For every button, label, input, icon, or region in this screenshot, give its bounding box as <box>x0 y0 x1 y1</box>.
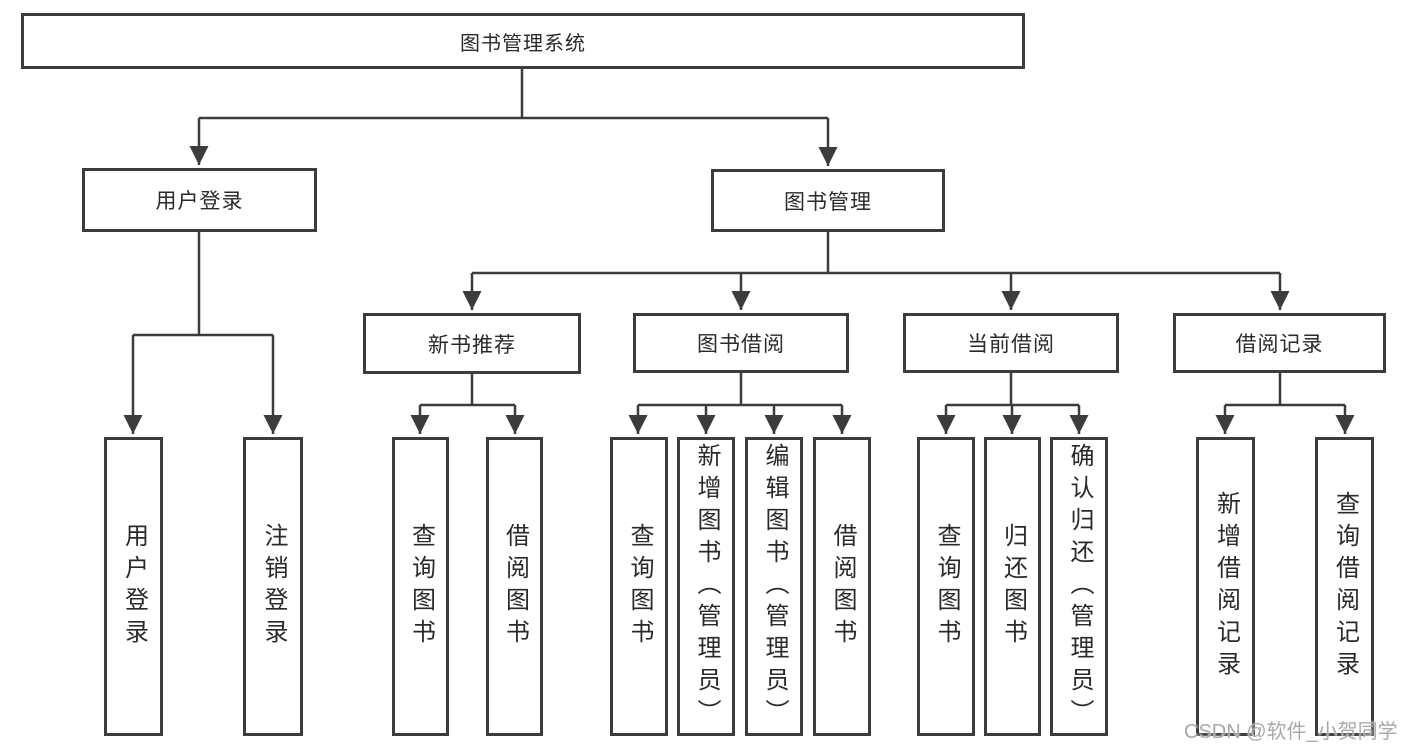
leaf-add-book-admin: 新增图书（管理员） <box>677 437 735 736</box>
leaf-user-login-label: 用户登录 <box>120 522 148 651</box>
leaf-logout: 注销登录 <box>243 437 303 736</box>
leaf-query-borrow-record-label: 查询借阅记录 <box>1331 490 1359 683</box>
node-borrow-records: 借阅记录 <box>1173 313 1386 373</box>
leaf-edit-book-admin-label: 编辑图书（管理员） <box>761 442 788 731</box>
leaf-add-book-admin-label: 新增图书（管理员） <box>693 442 720 731</box>
leaf-current-query-book: 查询图书 <box>917 437 975 736</box>
node-current-borrow: 当前借阅 <box>903 313 1119 373</box>
leaf-recommend-borrow-book: 借阅图书 <box>486 437 543 736</box>
leaf-borrow-query-book-label: 查询图书 <box>626 522 653 651</box>
node-root-label: 图书管理系统 <box>460 32 586 55</box>
leaf-borrow-book: 借阅图书 <box>813 437 871 736</box>
node-new-book-recommend-label: 新书推荐 <box>428 333 516 357</box>
leaf-add-borrow-record-label: 新增借阅记录 <box>1212 490 1240 683</box>
leaf-recommend-query-book-label: 查询图书 <box>407 522 435 651</box>
node-current-borrow-label: 当前借阅 <box>967 333 1055 356</box>
watermark: CSDN @软件_小贺同学 <box>1184 721 1398 743</box>
node-user-login-label: 用户登录 <box>155 190 244 213</box>
node-book-borrow: 图书借阅 <box>633 313 849 373</box>
leaf-confirm-return-admin-label: 确认归还（管理员） <box>1066 442 1093 731</box>
node-book-management: 图书管理 <box>711 169 945 232</box>
node-book-borrow-label: 图书借阅 <box>697 333 785 356</box>
leaf-recommend-query-book: 查询图书 <box>392 437 449 736</box>
leaf-borrow-query-book: 查询图书 <box>610 437 668 736</box>
node-book-management-label: 图书管理 <box>784 190 872 214</box>
leaf-user-login: 用户登录 <box>104 437 163 736</box>
node-new-book-recommend: 新书推荐 <box>363 313 581 374</box>
leaf-add-borrow-record: 新增借阅记录 <box>1196 437 1255 736</box>
leaf-current-query-book-label: 查询图书 <box>933 522 960 651</box>
leaf-query-borrow-record: 查询借阅记录 <box>1315 437 1374 736</box>
leaf-return-book-label: 归还图书 <box>999 522 1027 651</box>
node-user-login: 用户登录 <box>82 168 317 232</box>
node-root: 图书管理系统 <box>21 13 1025 69</box>
node-borrow-records-label: 借阅记录 <box>1235 333 1324 356</box>
leaf-borrow-book-label: 借阅图书 <box>829 522 856 651</box>
leaf-edit-book-admin: 编辑图书（管理员） <box>745 437 803 736</box>
leaf-recommend-borrow-book-label: 借阅图书 <box>501 522 529 651</box>
leaf-return-book: 归还图书 <box>984 437 1041 736</box>
leaf-confirm-return-admin: 确认归还（管理员） <box>1050 437 1108 736</box>
leaf-logout-label: 注销登录 <box>260 522 287 651</box>
